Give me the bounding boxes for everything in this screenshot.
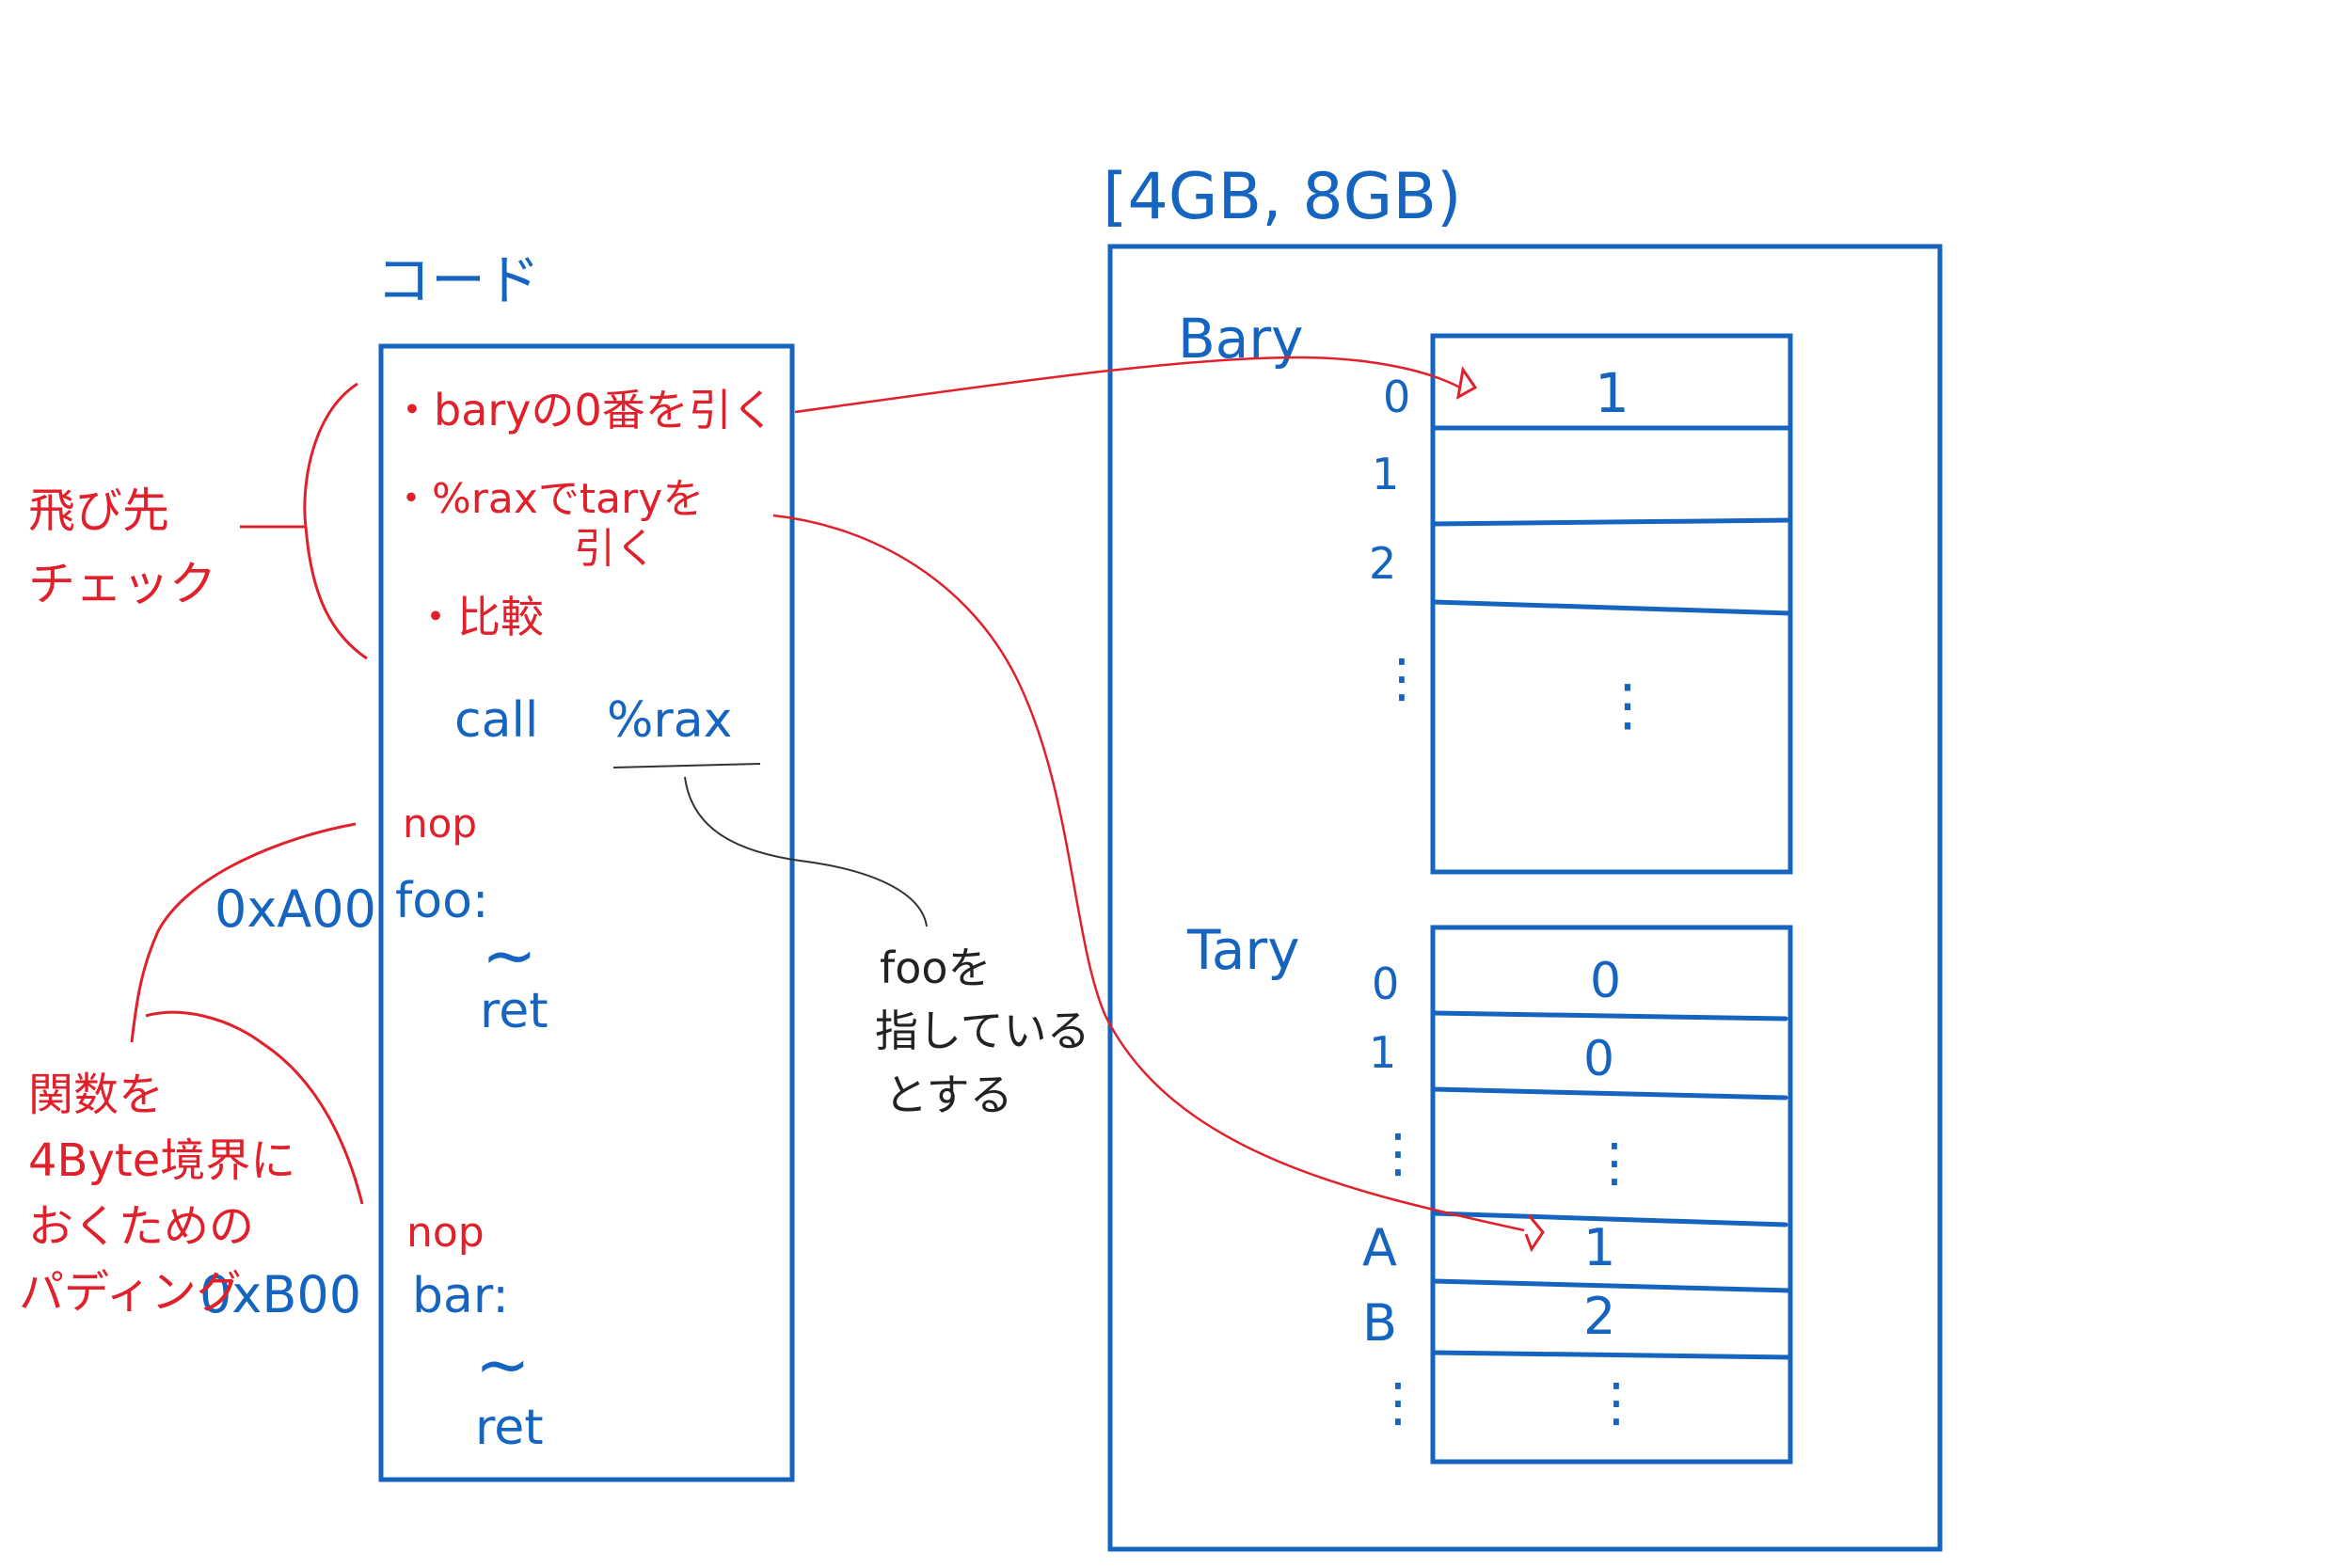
call-target-underline — [612, 763, 761, 768]
foo-pointer-note: fooを — [880, 942, 991, 993]
jump-check-label: チェック — [28, 557, 216, 611]
tary-cell-value: ⋮ — [1590, 1372, 1643, 1433]
bary-index: ⋮ — [1375, 648, 1428, 709]
arrow-tary-load — [772, 514, 1525, 1232]
foo-ret: ret — [480, 983, 548, 1039]
check-group-brace — [303, 382, 368, 660]
arrow-tary-load-head — [1524, 1214, 1545, 1253]
check-step-compare: ・比較 — [414, 592, 544, 642]
call-instruction: call — [454, 692, 538, 749]
jump-check-label: 飛び先 — [28, 483, 169, 538]
bar-label: bar: — [412, 1268, 509, 1324]
arrow-bary-load — [794, 356, 1461, 414]
tary-index: 0 — [1372, 958, 1399, 1009]
bary-index: 1 — [1372, 449, 1399, 499]
foo-pointer-curve — [684, 776, 928, 927]
code-title: コード — [376, 248, 540, 312]
bar-address: 0xB00 — [199, 1265, 361, 1324]
check-step-load-tary: ・%raxでtaryを — [390, 475, 704, 523]
foo-address: 0xA00 — [215, 879, 376, 939]
tary-array-box — [1430, 925, 1793, 1465]
bar-body-tilde: ~ — [475, 1326, 531, 1403]
check-step-load-tary-cont: 引く — [574, 525, 657, 573]
memory-range-label: [4GB, 8GB) — [1103, 160, 1462, 234]
nop-padding-bar: nop — [406, 1209, 485, 1257]
tary-cell-value: 0 — [1583, 1031, 1614, 1087]
tary-label: Tary — [1186, 918, 1300, 982]
tary-row-divider — [1430, 1010, 1788, 1022]
padding-note: 関数を — [28, 1069, 164, 1121]
tary-cell-value: ⋮ — [1588, 1132, 1641, 1194]
padding-note: おくための — [28, 1200, 254, 1253]
code-box — [378, 343, 795, 1482]
tary-row-divider — [1430, 1086, 1788, 1101]
tary-cell-value: 1 — [1583, 1218, 1615, 1277]
tary-index: A — [1362, 1218, 1397, 1277]
tary-index: ⋮ — [1372, 1123, 1424, 1184]
foo-label: foo: — [395, 873, 488, 929]
foo-pointer-note: とする — [884, 1069, 1013, 1120]
tary-cell-value: 0 — [1590, 953, 1621, 1009]
bary-index: 2 — [1369, 538, 1396, 589]
bar-ret: ret — [475, 1400, 544, 1456]
arrow-bary-load-head — [1455, 366, 1478, 400]
tary-index: 1 — [1369, 1027, 1396, 1078]
bary-row-divider — [1430, 599, 1793, 616]
tary-cell-value: 2 — [1583, 1287, 1615, 1346]
memory-region-box — [1107, 244, 1943, 1552]
check-step-load-bary: ・baryの0番を引く — [390, 385, 775, 436]
bary-cell-value: 1 — [1595, 361, 1629, 425]
tary-index: B — [1362, 1293, 1397, 1353]
padding-note: パディング — [19, 1266, 242, 1319]
tary-row-divider — [1430, 1211, 1788, 1227]
padding-pointer-bar — [145, 1010, 364, 1205]
bary-index: 0 — [1383, 372, 1410, 422]
padding-pointer-foo — [130, 822, 357, 1043]
bary-cell-value: ⋮ — [1599, 673, 1656, 738]
bary-row-divider — [1430, 517, 1793, 527]
tary-row-divider — [1430, 1350, 1793, 1360]
padding-note: 4Byte境界に — [28, 1134, 295, 1187]
nop-padding-foo: nop — [403, 800, 477, 847]
tary-index: ⋮ — [1372, 1372, 1424, 1433]
tary-row-divider — [1430, 1278, 1793, 1293]
foo-body-tilde: ~ — [482, 917, 537, 994]
foo-pointer-note: 指している — [875, 1006, 1090, 1056]
call-target-register: %rax — [607, 692, 732, 749]
